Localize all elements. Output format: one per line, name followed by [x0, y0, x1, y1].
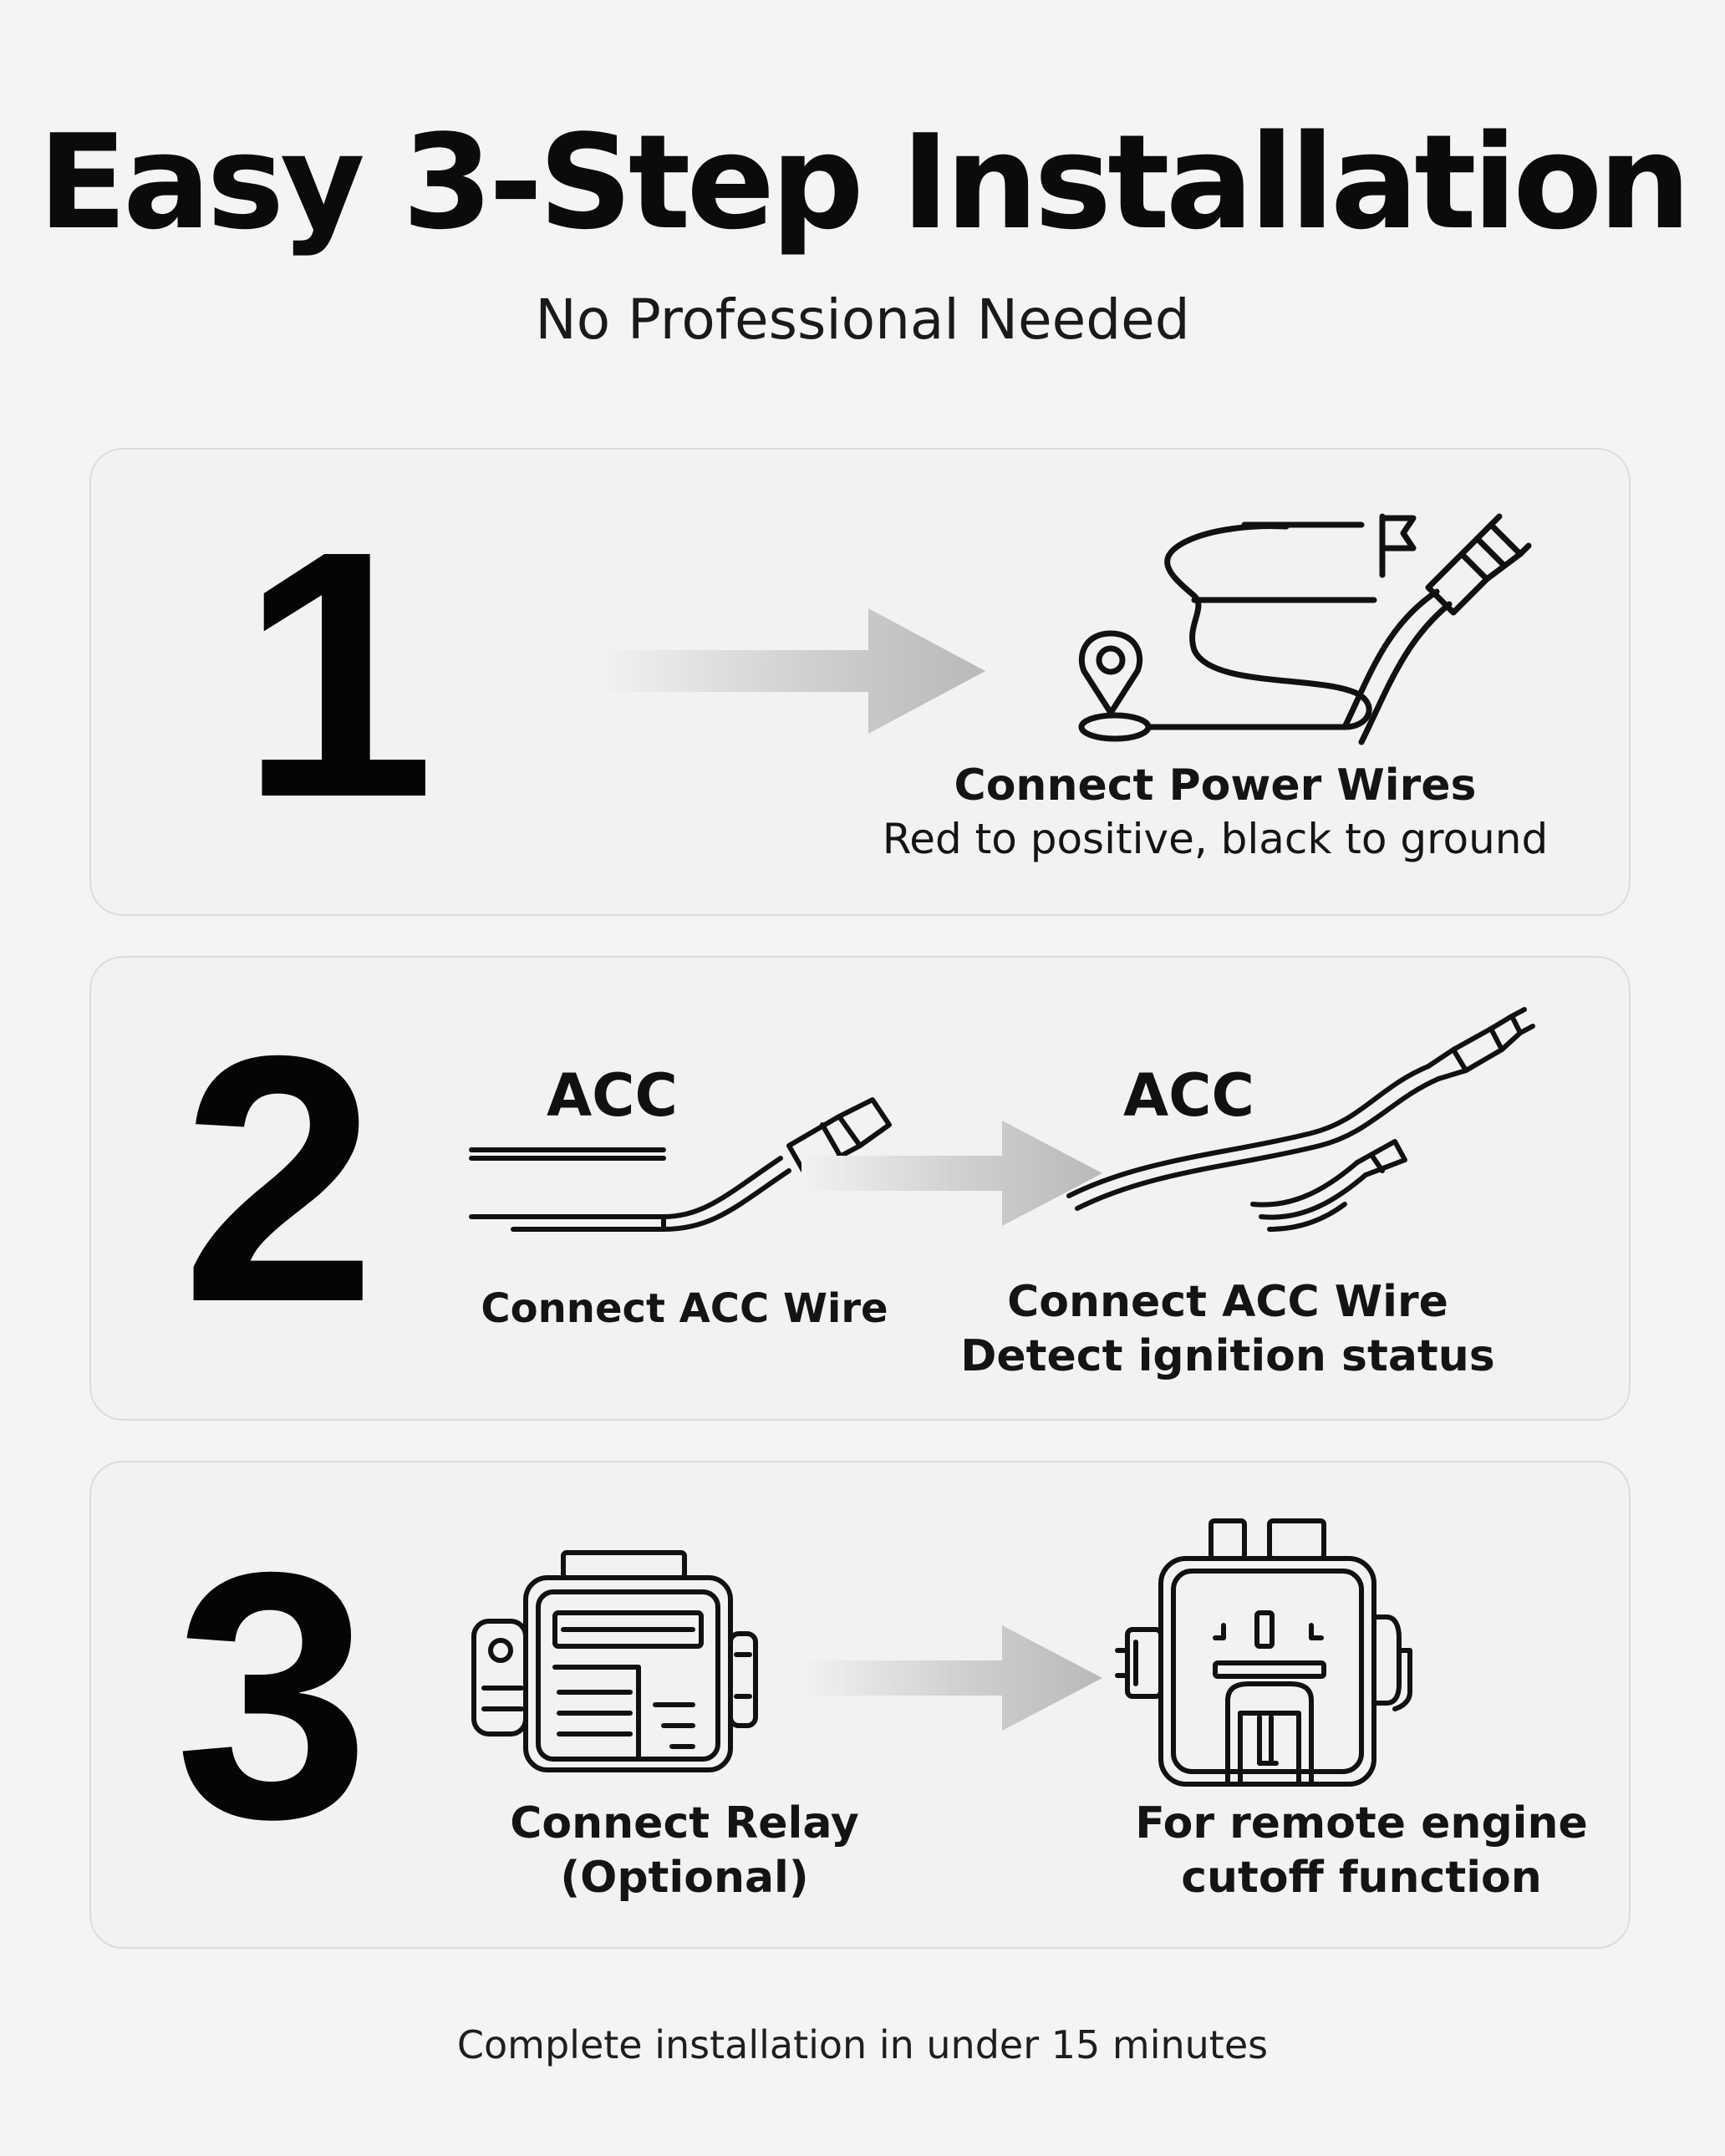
step-1-number: 1	[240, 479, 435, 871]
acc-connector-icon	[1066, 1007, 1535, 1232]
step-3-result-caption: For remote engine cutoff function	[1069, 1797, 1654, 1905]
step-2-number: 2	[181, 984, 377, 1375]
flag-icon	[1379, 513, 1417, 578]
step-3-before-line2: (Optional)	[560, 1853, 809, 1903]
step-3-before-caption: Connect Relay (Optional)	[459, 1797, 910, 1905]
step-3-number: 3	[175, 1500, 370, 1892]
step-2-result-caption: Connect ACC Wire Detect ignition status	[927, 1275, 1529, 1384]
step-3-arrow-icon	[801, 1625, 1102, 1731]
step-2-arrow-icon	[801, 1121, 1102, 1226]
step-2-before-label: ACC	[547, 1061, 678, 1130]
step-1-detail: Red to positive, black to ground	[882, 815, 1549, 863]
step-2-detail: Detect ignition status	[960, 1331, 1495, 1381]
step-3-after-line2: cutoff function	[1181, 1853, 1542, 1903]
step-3-after-line1: For remote engine	[1135, 1798, 1588, 1848]
step-2-before-caption: Connect ACC Wire	[481, 1285, 888, 1332]
step-3-before-line1: Connect Relay	[510, 1798, 859, 1848]
acc-wire-icon	[469, 1097, 892, 1232]
step-1-title: Connect Power Wires	[954, 760, 1477, 811]
footer-note: Complete installation in under 15 minute…	[456, 2022, 1269, 2067]
step-2-title: Connect ACC Wire	[1007, 1277, 1448, 1327]
step-1-card: 1 Connect Power Wires Red to positive, b…	[89, 448, 1631, 916]
page-subtitle: No Professional Needed	[535, 287, 1190, 352]
step-2-card: 2 ACC Connect ACC Wire ACC Connect ACC W…	[89, 956, 1631, 1421]
location-pin-icon	[1078, 630, 1152, 742]
step-2-after-label: ACC	[1123, 1061, 1254, 1130]
power-plug-icon	[1425, 513, 1532, 616]
step-1-wiring-illustration	[1078, 513, 1532, 745]
page-title: Easy 3-Step Installation	[38, 106, 1692, 258]
step-1-result-caption: Connect Power Wires Red to positive, bla…	[827, 759, 1604, 866]
gps-tracker-device-icon	[471, 1550, 758, 1772]
relay-icon	[1115, 1518, 1412, 1787]
step-1-arrow-icon	[601, 608, 985, 734]
step-3-card: 3 Connect Relay (Optional)	[89, 1461, 1631, 1949]
